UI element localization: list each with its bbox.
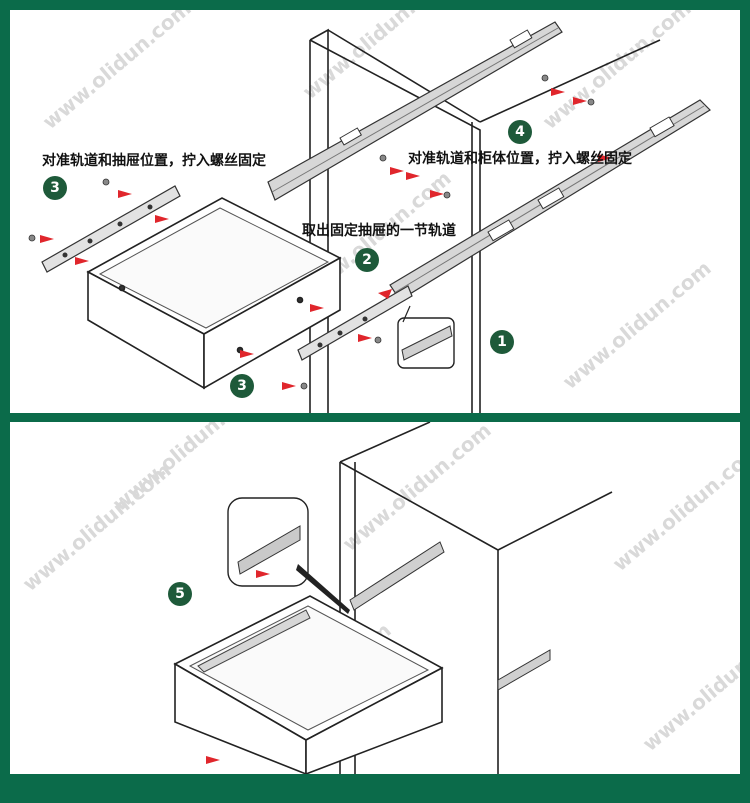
- step-badge-3a: 3: [43, 176, 67, 200]
- arrow-icon: [75, 257, 89, 265]
- arrow-icon: [206, 756, 220, 764]
- step-badge-3b: 3: [230, 374, 254, 398]
- arrow-icon: [155, 215, 169, 223]
- cabinet-rail-rear: [267, 21, 563, 201]
- screw-icon: [541, 74, 549, 82]
- arrow-icon: [406, 172, 420, 180]
- arrow-icon: [256, 570, 270, 578]
- screw-icon: [374, 336, 382, 344]
- screw-icon: [379, 154, 387, 162]
- arrow-icon: [378, 289, 392, 299]
- screw-icon: [102, 178, 110, 186]
- arrow-icon: [358, 334, 372, 342]
- arrow-icon: [240, 350, 254, 358]
- watermark-text: www.olidun.com: [638, 618, 740, 756]
- cabinet-rail-rear: [349, 541, 445, 611]
- watermark-text: www.olidun.com: [18, 458, 176, 596]
- watermark-text: www.olidun.com: [538, 10, 696, 134]
- step3-caption: 对准轨道和抽屉位置，拧入螺丝固定: [42, 153, 266, 169]
- red-arrows: [206, 570, 270, 764]
- screw-icon: [300, 382, 308, 390]
- arrow-icon: [118, 190, 132, 198]
- watermark-text: www.olidun.com: [38, 10, 196, 134]
- cabinet-rail-front: [497, 649, 551, 691]
- drawer-inner-rail: [297, 285, 413, 361]
- watermark-text: www.olidun.com: [608, 438, 740, 576]
- red-arrows: [40, 88, 612, 390]
- drawer-side-rail-left: [41, 185, 181, 273]
- step-badge-4: 4: [508, 120, 532, 144]
- arrow-icon: [282, 382, 296, 390]
- diagram-bottom: www.olidun.com www.olidun.com www.olidun…: [18, 422, 740, 774]
- arrow-icon: [551, 88, 565, 96]
- screws: [28, 74, 595, 390]
- screw-icon: [28, 234, 36, 242]
- drawer-box: [86, 197, 342, 390]
- step-badge-5: 5: [168, 582, 192, 606]
- screw-icon: [587, 98, 595, 106]
- cabinet-rail-front: [389, 99, 711, 301]
- arrow-icon: [390, 167, 404, 175]
- panel-step-5: www.olidun.com www.olidun.com www.olidun…: [10, 422, 740, 774]
- watermark-text: www.olidun.com: [558, 256, 716, 394]
- step4-caption: 对准轨道和柜体位置，拧入螺丝固定: [408, 151, 632, 167]
- step2-caption: 取出固定抽屉的一节轨道: [302, 223, 456, 239]
- diagram-top: www.olidun.com www.olidun.com www.olidun…: [28, 10, 716, 413]
- panel-steps-1-4: www.olidun.com www.olidun.com www.olidun…: [10, 10, 740, 413]
- watermark-text: www.olidun.com: [298, 10, 456, 104]
- detail-inset-step5: [227, 497, 350, 614]
- arrow-icon: [598, 154, 612, 162]
- arrow-icon: [573, 97, 587, 105]
- screw-icon: [443, 191, 451, 199]
- detail-inset-step1: [397, 305, 455, 369]
- arrow-icon: [310, 304, 324, 312]
- arrow-icon: [40, 235, 54, 243]
- drawer-box: [173, 595, 444, 774]
- arrow-icon: [430, 190, 444, 198]
- step-badge-1: 1: [490, 330, 514, 354]
- step-badge-2: 2: [355, 248, 379, 272]
